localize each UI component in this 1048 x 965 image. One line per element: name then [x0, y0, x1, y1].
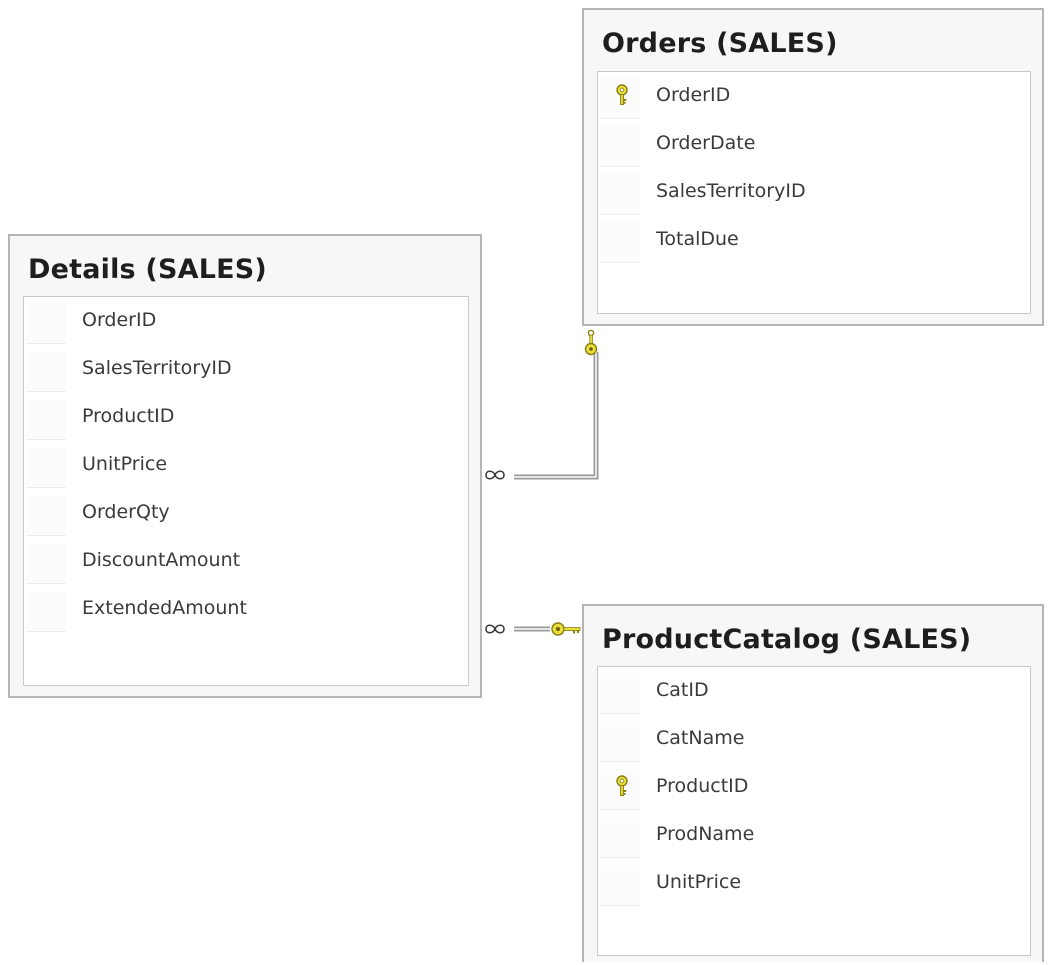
infinity-icon [485, 624, 505, 634]
key-icon [551, 622, 581, 636]
column-row[interactable]: OrderID [24, 297, 468, 345]
column-name: UnitPrice [82, 453, 168, 475]
row-selector[interactable] [600, 126, 640, 167]
column-name: CatName [656, 727, 745, 749]
column-row[interactable]: UnitPrice [598, 859, 1030, 907]
column-row[interactable]: ProductID [24, 393, 468, 441]
primary-key-icon [616, 775, 628, 796]
column-row[interactable]: ProductID [598, 763, 1030, 811]
column-grid: CatID CatName ProductID ProdName UnitPri… [597, 666, 1031, 956]
column-name: UnitPrice [656, 871, 742, 893]
row-selector[interactable] [26, 399, 66, 440]
column-row[interactable]: ProdName [598, 811, 1030, 859]
row-selector[interactable] [600, 721, 640, 762]
column-row[interactable]: OrderDate [598, 120, 1030, 168]
table-title: Orders (SALES) [602, 28, 838, 59]
column-name: SalesTerritoryID [656, 180, 806, 202]
column-row[interactable]: CatID [598, 667, 1030, 715]
column-name: ExtendedAmount [82, 597, 247, 619]
column-row[interactable]: SalesTerritoryID [24, 345, 468, 393]
column-row[interactable]: OrderID [598, 72, 1030, 120]
column-row[interactable]: OrderQty [24, 489, 468, 537]
row-selector[interactable] [26, 303, 66, 344]
orders-table[interactable]: Orders (SALES) OrderID OrderDate SalesTe… [582, 8, 1044, 326]
row-selector[interactable] [600, 174, 640, 215]
column-name: OrderDate [656, 132, 756, 154]
column-name: TotalDue [656, 228, 739, 250]
column-row[interactable]: ExtendedAmount [24, 585, 468, 633]
column-name: ProductID [82, 405, 175, 427]
productcatalog-table[interactable]: ProductCatalog (SALES) CatID CatName Pro… [582, 604, 1044, 962]
column-row[interactable]: CatName [598, 715, 1030, 763]
column-row[interactable]: SalesTerritoryID [598, 168, 1030, 216]
row-selector[interactable] [600, 817, 640, 858]
row-selector[interactable] [26, 495, 66, 536]
column-name: ProdName [656, 823, 755, 845]
row-selector[interactable] [26, 591, 66, 632]
key-icon [584, 329, 598, 356]
primary-key-icon [616, 84, 628, 105]
column-row[interactable]: DiscountAmount [24, 537, 468, 585]
column-name: DiscountAmount [82, 549, 241, 571]
column-name: OrderID [82, 309, 157, 331]
column-name: OrderQty [82, 501, 170, 523]
row-selector[interactable] [600, 865, 640, 906]
table-title: ProductCatalog (SALES) [602, 624, 972, 655]
column-name: CatID [656, 679, 709, 701]
row-selector[interactable] [26, 447, 66, 488]
column-grid: OrderID SalesTerritoryID ProductID UnitP… [23, 296, 469, 686]
column-grid: OrderID OrderDate SalesTerritoryID Total… [597, 71, 1031, 314]
column-name: OrderID [656, 84, 731, 106]
row-selector[interactable] [600, 222, 640, 263]
column-name: ProductID [656, 775, 749, 797]
details-table[interactable]: Details (SALES) OrderID SalesTerritoryID… [8, 234, 482, 698]
row-selector[interactable] [600, 673, 640, 714]
column-row[interactable]: TotalDue [598, 216, 1030, 264]
column-name: SalesTerritoryID [82, 357, 232, 379]
relationship-details-orders[interactable] [514, 352, 599, 480]
row-selector[interactable] [26, 351, 66, 392]
column-row[interactable]: UnitPrice [24, 441, 468, 489]
infinity-icon [485, 470, 505, 480]
table-title: Details (SALES) [28, 254, 267, 285]
row-selector[interactable] [26, 543, 66, 584]
